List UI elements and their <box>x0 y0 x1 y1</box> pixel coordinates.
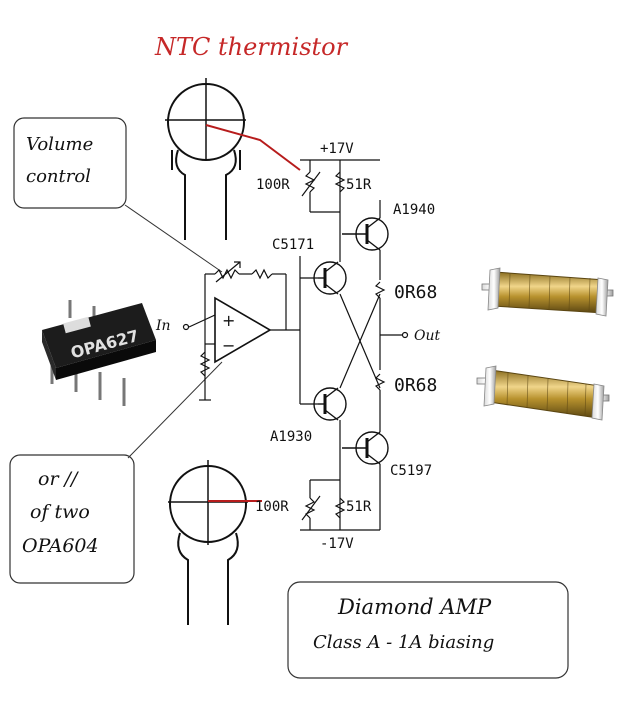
a1940-label: A1940 <box>393 202 435 218</box>
volume-callout: Volume control <box>13 117 223 273</box>
output-label: Out <box>414 328 440 344</box>
emitter-top-label: 0R68 <box>394 282 437 303</box>
title: NTC thermistor <box>154 33 349 61</box>
opamp-symbol <box>214 296 272 364</box>
opamp-callout-line-1: or // <box>38 468 79 490</box>
input-wiring <box>182 261 300 401</box>
opamp-minus: − <box>222 336 235 355</box>
thermistor-link-top <box>205 124 301 171</box>
r51-bottom-label: 51R <box>346 499 372 515</box>
ntc-thermistor-top <box>165 78 246 240</box>
volume-callout-line-1: Volume <box>26 134 93 155</box>
pot-top-label: 100R <box>256 177 290 193</box>
input-label: In <box>155 318 171 334</box>
opa627-chip: OPA627 <box>42 300 156 406</box>
footer-callout: Diamond AMP Class A - 1A biasing <box>287 581 569 679</box>
a1930-label: A1930 <box>270 429 312 445</box>
pot-bottom-label: 100R <box>255 499 289 515</box>
transistor-a1940 <box>342 217 389 251</box>
vminus-label: -17V <box>320 536 354 552</box>
footer-subtitle: Class A - 1A biasing <box>313 632 494 653</box>
c5197-label: C5197 <box>390 463 432 479</box>
power-resistor-bottom <box>476 365 610 421</box>
r51-top-label: 51R <box>346 177 372 193</box>
vplus-label: +17V <box>320 141 354 157</box>
driver-wiring <box>299 256 318 405</box>
c5171-label: C5171 <box>272 237 314 253</box>
power-resistor-top <box>481 267 614 317</box>
output-stage-wiring <box>300 159 409 531</box>
transistor-a1930 <box>313 387 347 421</box>
footer-title: Diamond AMP <box>337 595 492 619</box>
transistor-c5197 <box>342 431 389 465</box>
emitter-bottom-label: 0R68 <box>394 375 437 396</box>
transistor-c5171 <box>313 261 347 295</box>
opamp-plus: + <box>222 311 235 330</box>
opamp-callout-line-2: of two <box>30 501 90 523</box>
volume-callout-line-2: control <box>26 166 91 187</box>
ntc-thermistor-bottom <box>168 460 248 625</box>
opamp-callout: or // of two OPA604 <box>9 361 223 584</box>
opamp-callout-line-3: OPA604 <box>22 535 99 557</box>
